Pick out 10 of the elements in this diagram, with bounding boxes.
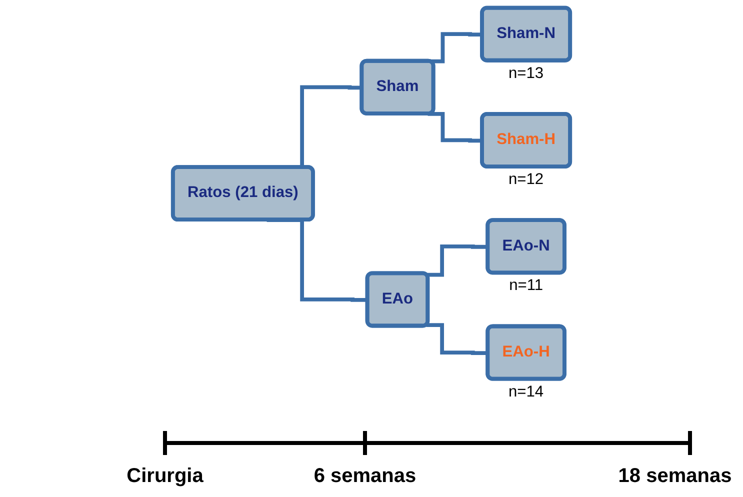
- connector: [426, 244, 488, 277]
- timeline-label: Cirurgia: [126, 465, 204, 488]
- sample-size-label: n=13: [508, 64, 544, 82]
- timeline-label: 6 semanas: [314, 465, 416, 488]
- connector: [428, 112, 482, 143]
- sample-size-label: n=12: [508, 171, 544, 188]
- connector: [426, 323, 488, 355]
- sample-size-label: n=14: [508, 383, 544, 400]
- timeline-label: 18 semanas: [618, 465, 732, 488]
- sample-size-label: n=11: [509, 277, 544, 294]
